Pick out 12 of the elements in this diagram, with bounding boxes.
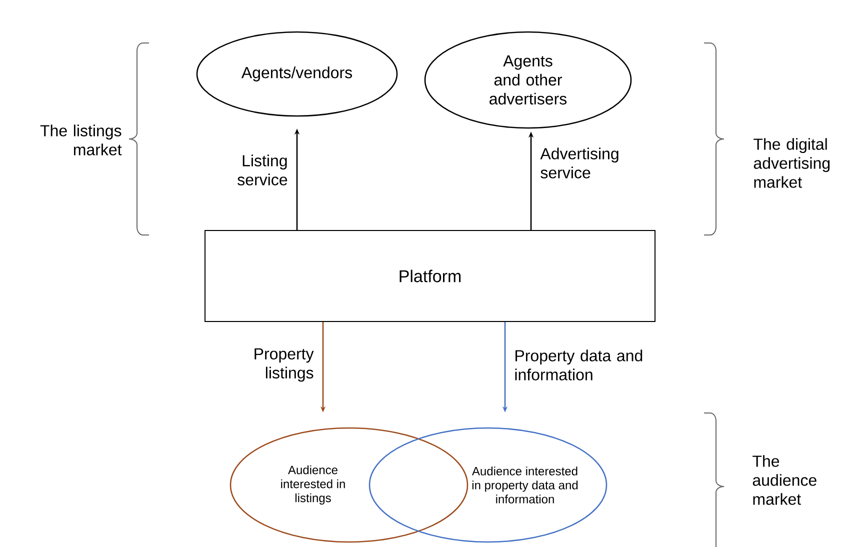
edge-label: Advertising service xyxy=(540,148,618,178)
market-label: The listings market xyxy=(40,124,122,156)
edge-label: Listing service xyxy=(238,154,288,186)
platform-box: Platform xyxy=(204,230,656,322)
ellipse-node: Agents and other advertisers xyxy=(424,31,632,129)
edge-label: Property data and information xyxy=(515,350,642,380)
edge-label: Property listings xyxy=(254,348,314,382)
market-label: The audience market xyxy=(752,455,816,505)
ellipse-node: Audience interested in property data and information xyxy=(368,427,608,543)
ellipse-node: Audience interested in listings xyxy=(230,427,468,543)
ellipse-node: Agents/vendors xyxy=(196,31,398,117)
market-label: The digital advertising market xyxy=(754,138,830,188)
